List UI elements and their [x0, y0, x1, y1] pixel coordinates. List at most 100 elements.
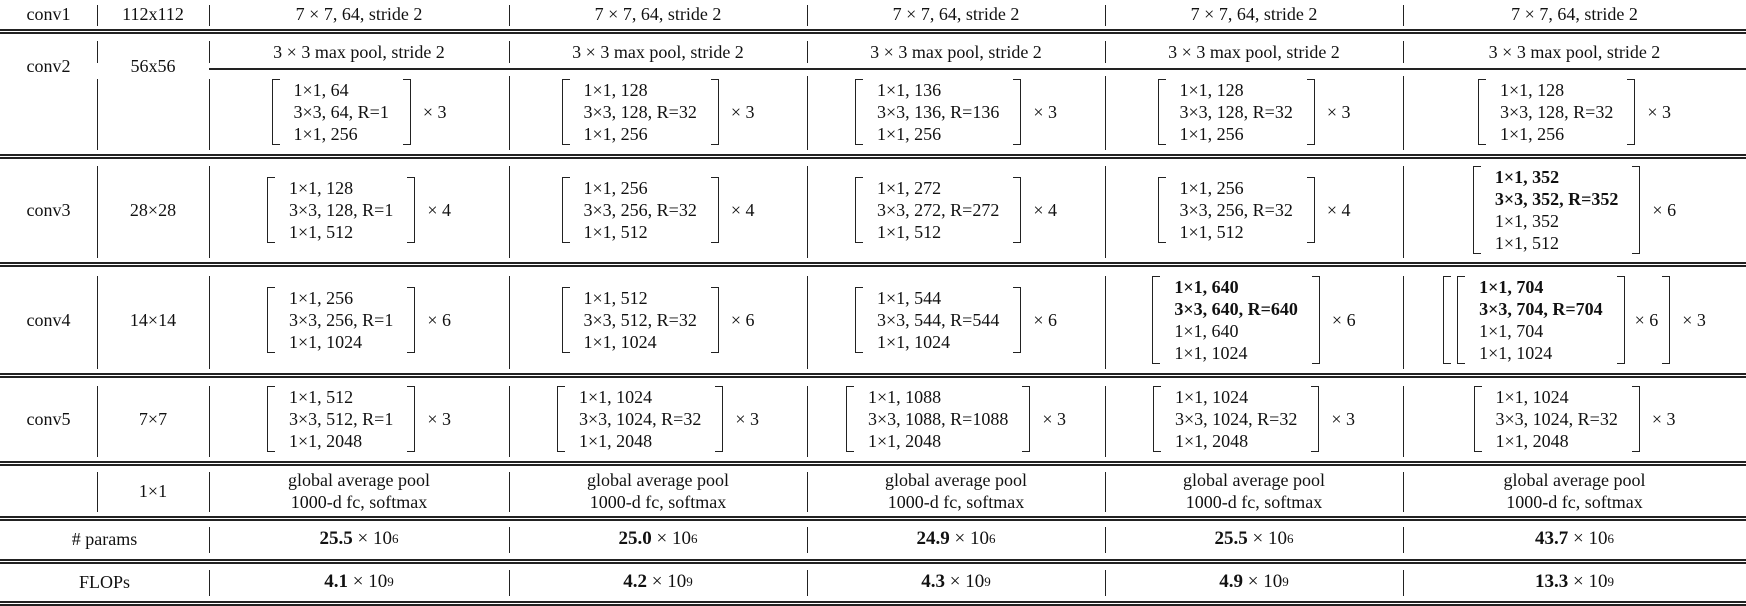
block-line: 1×1, 2048: [289, 431, 363, 451]
head-line: global average pool: [885, 470, 1027, 490]
block-line: 1×1, 1024: [1174, 342, 1248, 363]
stage-label: conv5: [26, 409, 71, 429]
block-cell: 1×1, 352 3×3, 352, R=352 1×1, 352 1×1, 5…: [1403, 160, 1746, 260]
block-line: 3×3, 1024, R=32: [579, 409, 702, 429]
head-line: global average pool: [1183, 470, 1325, 490]
output-size: 28×28: [129, 200, 177, 220]
block-cell: 1×1, 640 3×3, 640, R=640 1×1, 640 1×1, 1…: [1105, 268, 1403, 371]
block-cell: 1×1, 544 3×3, 544, R=544 1×1, 1024 × 6: [807, 268, 1105, 371]
head-line: 1000-d fc, softmax: [290, 492, 428, 512]
vsep: [807, 276, 809, 369]
repeat-count: × 6: [1634, 309, 1659, 330]
vsep: [509, 570, 511, 596]
bracket: 1×1, 128 3×3, 128, R=1 1×1, 512: [267, 173, 416, 247]
block-line: 3×3, 64, R=1: [293, 102, 389, 122]
times-ten: × 10: [651, 571, 687, 592]
repeat-count: × 6: [730, 309, 755, 330]
block-cell: 1×1, 512 3×3, 512, R=32 1×1, 1024 × 6: [509, 268, 807, 371]
block-line: 3×3, 544, R=544: [877, 309, 1000, 330]
vsep: [1403, 472, 1405, 512]
block-cell: 1×1, 1024 3×3, 1024, R=32 1×1, 2048 × 3: [1105, 379, 1403, 459]
flops-mantissa: 4.3: [921, 571, 946, 592]
block-line: 3×3, 128, R=32: [583, 102, 697, 122]
block-cell: 1×1, 64 3×3, 64, R=1 1×1, 256 × 3: [209, 72, 509, 152]
block-line: 1×1, 640: [1174, 320, 1239, 341]
vsep: [1105, 276, 1107, 369]
block-line: 3×3, 272, R=272: [877, 200, 1000, 220]
vsep: [209, 166, 211, 258]
block-line-bold: 3×3, 352, R=352: [1494, 189, 1619, 209]
block-line: 1×1, 64: [293, 80, 349, 100]
vsep: [209, 41, 211, 63]
block-cell: 1×1, 512 3×3, 512, R=1 1×1, 2048 × 3: [209, 379, 509, 459]
block-line: 3×3, 256, R=32: [583, 200, 697, 220]
block-cell: 1×1, 256 3×3, 256, R=32 1×1, 512 × 4: [1105, 160, 1403, 260]
head-cell: global average pool 1000-d fc, softmax: [509, 467, 807, 515]
vsep: [807, 41, 809, 63]
block-line: 1×1, 1024: [1479, 342, 1553, 363]
block-line: 1×1, 256: [1179, 178, 1244, 198]
block-line-bold: 1×1, 352: [1494, 167, 1560, 187]
flops-mantissa: 4.1: [324, 571, 349, 592]
params-mantissa: 25.0: [618, 528, 652, 549]
vsep: [509, 472, 511, 512]
head-line: global average pool: [1503, 470, 1646, 490]
vsep: [1105, 472, 1107, 512]
bracket: 1×1, 512 3×3, 512, R=1 1×1, 2048: [267, 382, 416, 456]
block-line: 1×1, 1024: [579, 387, 653, 407]
vsep: [97, 41, 99, 63]
block-line: 1×1, 128: [583, 80, 648, 100]
stage-label: [0, 467, 97, 515]
block-line: 3×3, 128, R=32: [1500, 102, 1614, 122]
block-cell: 1×1, 136 3×3, 136, R=136 1×1, 256 × 3: [807, 72, 1105, 152]
bracket: 1×1, 128 3×3, 128, R=32 1×1, 256: [561, 75, 719, 149]
vsep: [97, 386, 99, 457]
times-ten: × 10: [949, 571, 985, 592]
vsep: [209, 386, 211, 457]
bracket: 1×1, 272 3×3, 272, R=272 1×1, 512: [855, 173, 1022, 247]
vsep: [209, 472, 211, 512]
block-line: 1×1, 512: [877, 222, 942, 242]
block-line: 1×1, 256: [583, 178, 648, 198]
flops-label: FLOPs: [78, 572, 131, 592]
block-line: 3×3, 136, R=136: [877, 102, 1000, 122]
times-ten: × 10: [954, 528, 989, 549]
head-cell: global average pool 1000-d fc, softmax: [209, 467, 509, 515]
params-mantissa: 24.9: [916, 528, 950, 549]
block-line: 3×3, 256, R=32: [1179, 200, 1293, 220]
output-size: 14×14: [129, 309, 177, 330]
bracket: 1×1, 1024 3×3, 1024, R=32 1×1, 2048: [1153, 382, 1320, 456]
vsep: [97, 5, 99, 26]
vsep: [509, 5, 511, 26]
rule-after-conv5: [0, 461, 1746, 463]
bracket: 1×1, 352 3×3, 352, R=352 1×1, 352 1×1, 5…: [1472, 162, 1641, 258]
head-line: 1000-d fc, softmax: [589, 492, 727, 512]
block-cell: 1×1, 128 3×3, 128, R=32 1×1, 256 × 3: [509, 72, 807, 152]
repeat-count: × 3: [1651, 409, 1676, 429]
stage-label: conv1: [26, 4, 71, 24]
vsep: [807, 570, 809, 596]
repeat-count: × 4: [427, 200, 451, 220]
times-ten: × 10: [1573, 571, 1608, 592]
conv1-cell: 7 × 7, 64, stride 2: [1511, 4, 1638, 24]
vsep: [509, 276, 511, 369]
head-cell: global average pool 1000-d fc, softmax: [807, 467, 1105, 515]
vsep: [1105, 527, 1107, 553]
bracket: 1×1, 128 3×3, 128, R=32 1×1, 256: [1157, 75, 1315, 149]
conv1-cell: 7 × 7, 64, stride 2: [892, 4, 1020, 24]
bracket: 1×1, 256 3×3, 256, R=32 1×1, 512: [1157, 173, 1315, 247]
rule-after-conv3: [0, 262, 1746, 264]
params-mantissa: 25.5: [319, 528, 353, 549]
block-line: 1×1, 512: [1494, 233, 1560, 253]
vsep: [1105, 570, 1107, 596]
params-mantissa: 25.5: [1214, 528, 1248, 549]
repeat-count: × 3: [730, 102, 755, 122]
bracket: 1×1, 256 3×3, 256, R=1 1×1, 1024: [267, 283, 416, 357]
block-line: 1×1, 256: [583, 124, 648, 144]
repeat-count: × 6: [427, 309, 451, 330]
